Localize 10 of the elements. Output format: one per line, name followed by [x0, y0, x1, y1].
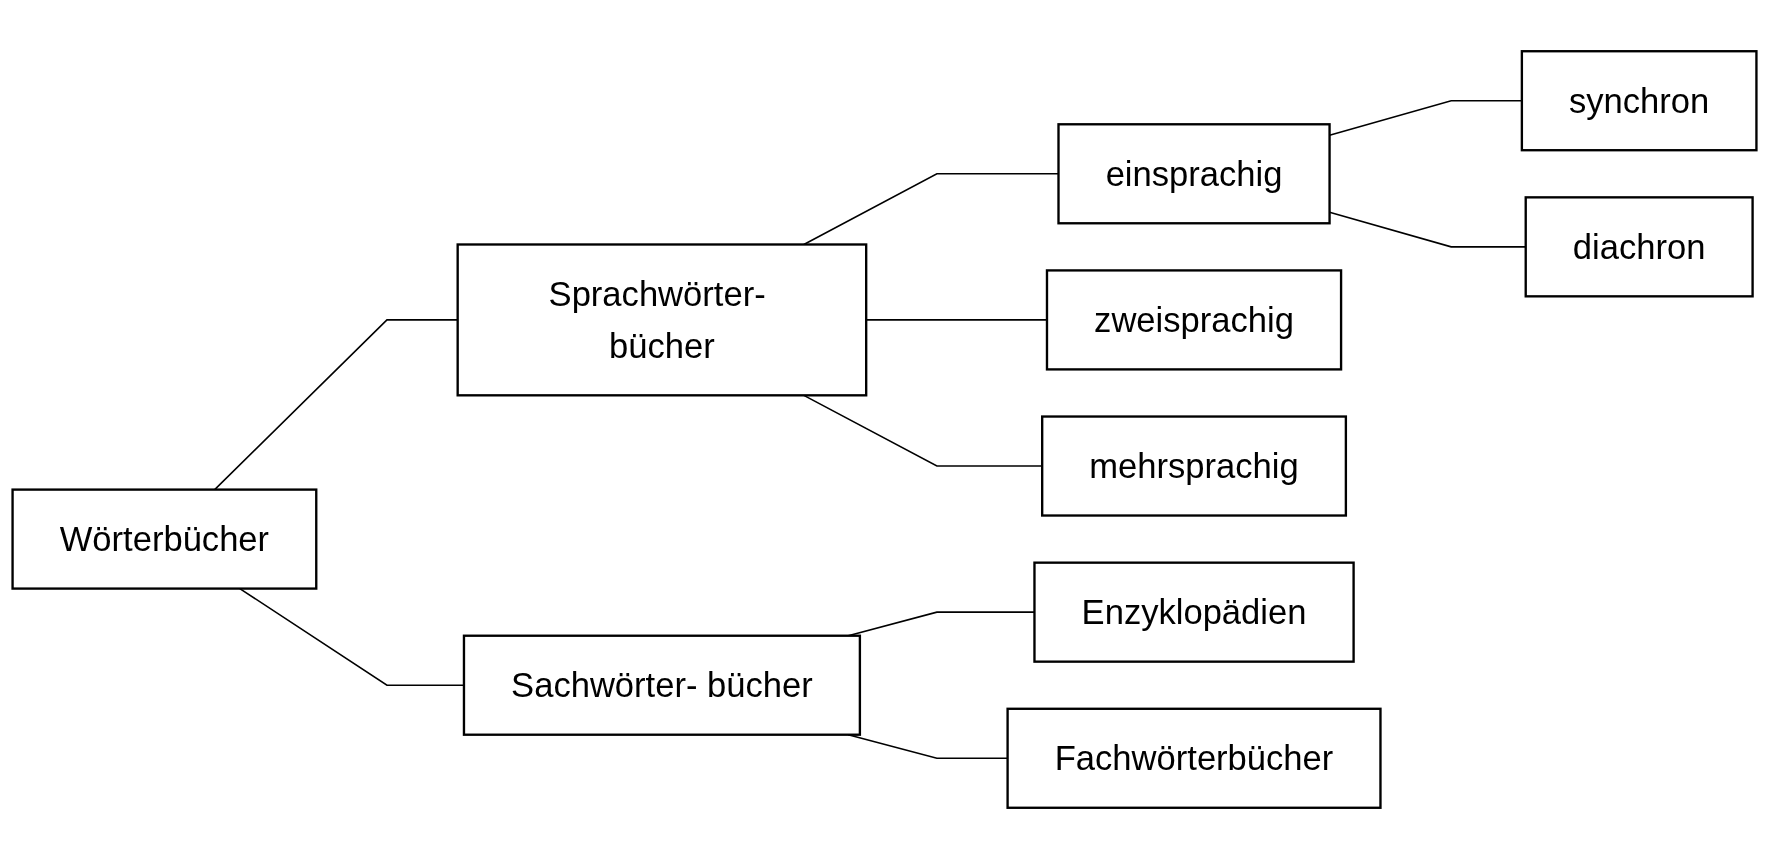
node-box: Wörterbücher: [11, 488, 318, 590]
node-box: zweisprachig: [1045, 269, 1343, 371]
node-box: synchron: [1520, 50, 1758, 152]
node-box: einsprachig: [1057, 123, 1331, 225]
node-box: Sachwörter- bücher: [462, 634, 862, 736]
node-box: Sprachwörter- bücher: [456, 243, 868, 397]
node-box: Enzyklopädien: [1033, 561, 1355, 663]
node-box: mehrsprachig: [1041, 415, 1348, 517]
node-box: diachron: [1524, 196, 1754, 298]
node-box: Fachwörterbücher: [1006, 707, 1382, 809]
